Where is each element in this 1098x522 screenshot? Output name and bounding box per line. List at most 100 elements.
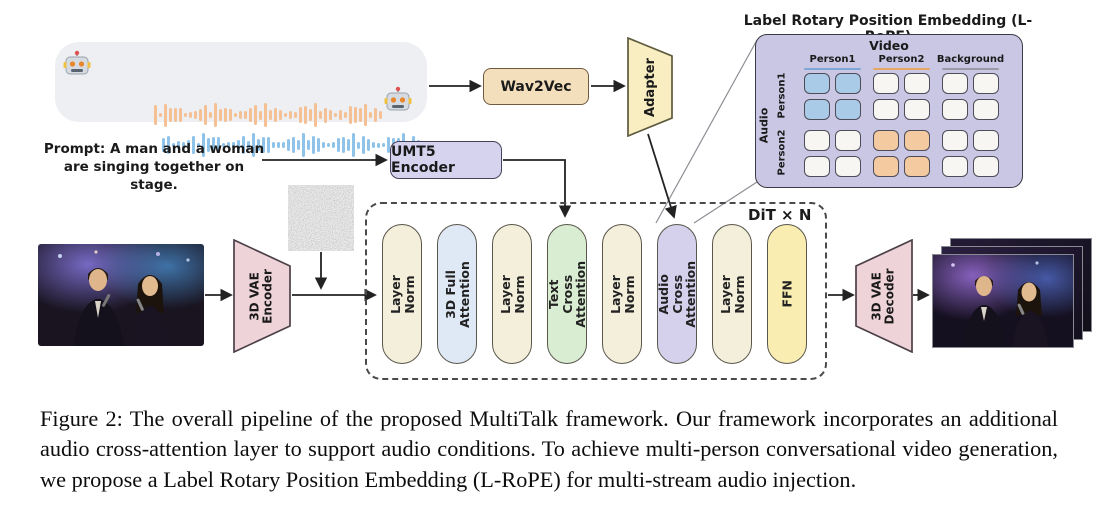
waveform-bar — [207, 137, 210, 153]
dit-block-label: Layer Norm — [607, 274, 637, 314]
waveform-bar — [262, 136, 265, 154]
dit-block-label: Layer Norm — [497, 274, 527, 314]
waveform-bar — [307, 140, 310, 150]
waveform-person1 — [153, 100, 387, 130]
vae-decoder-label: 3D VAE Decoder — [869, 267, 897, 325]
dit-block-label: 3D Full Attention — [442, 260, 472, 328]
audio-input-panel — [55, 42, 430, 157]
waveform-bar — [364, 103, 367, 127]
waveform-bar — [269, 110, 272, 120]
waveform-bar — [179, 108, 182, 122]
lrope-cell-none — [942, 156, 968, 177]
waveform-bar — [212, 137, 215, 153]
waveform-bar — [362, 135, 365, 155]
waveform-bar — [252, 133, 255, 157]
lrope-col-person1-label: Person1 — [809, 54, 856, 65]
vae-decoder-box: 3D VAE Decoder — [855, 239, 913, 353]
waveform-bar — [327, 142, 330, 148]
lrope-cell-orange — [873, 130, 899, 151]
figure-caption: Figure 2: The overall pipeline of the pr… — [40, 406, 1058, 492]
waveform-bar — [277, 142, 280, 148]
waveform-bar — [249, 107, 252, 123]
waveform-bar — [352, 133, 355, 157]
vae-encoder-box: 3D VAE Encoder — [233, 239, 291, 353]
waveform-bar — [282, 142, 285, 148]
waveform-bar — [284, 112, 287, 118]
waveform-bar — [222, 142, 225, 148]
lrope-col-groups: Person1 Person2 Background — [756, 35, 1022, 187]
output-frame-front — [932, 254, 1074, 348]
waveform-bar — [174, 108, 177, 122]
waveform-bar — [237, 139, 240, 151]
waveform-person2 — [161, 130, 435, 160]
waveform-bar — [229, 108, 232, 122]
waveform-bar — [304, 105, 307, 125]
dit-container: Layer Norm 3D Full Attention Layer Norm Tex… — [365, 202, 827, 380]
lrope-col-bracket — [804, 68, 861, 70]
waveform-bar — [182, 142, 185, 148]
lrope-cell-none — [973, 73, 999, 94]
waveform-bar — [242, 136, 245, 154]
dit-block-label: Audio Cross Attention — [655, 260, 698, 328]
waveform-bar — [342, 137, 345, 153]
waveform-bar — [184, 112, 187, 118]
dit-block-layer-norm: Layer Norm — [382, 224, 422, 364]
waveform-bar — [297, 140, 300, 150]
waveform-bar — [289, 110, 292, 120]
singers-photo — [38, 244, 204, 346]
waveform-bar — [234, 112, 237, 118]
waveform-bar — [379, 111, 382, 119]
waveform-bar — [209, 111, 212, 119]
lrope-col-bracket — [942, 68, 999, 70]
waveform-bar — [177, 141, 180, 149]
waveform-bar — [189, 112, 192, 118]
waveform-bar — [172, 142, 175, 148]
waveform-bar — [169, 107, 172, 123]
waveform-bar — [257, 138, 260, 152]
lrope-cell-none — [835, 130, 861, 151]
lrope-col-background-label: Background — [936, 54, 1005, 65]
lrope-cell-none — [942, 73, 968, 94]
lrope-col-person2-label: Person2 — [878, 54, 925, 65]
dit-repeat-label: DiT × N — [748, 206, 812, 224]
dit-block-label: FFN — [779, 280, 795, 308]
lrope-cell-blue — [804, 73, 830, 94]
waveform-bar — [302, 133, 305, 157]
lrope-cell-orange — [873, 156, 899, 177]
dit-block-layer-norm: Layer Norm — [492, 224, 532, 364]
waveform-bar — [349, 105, 352, 125]
waveform-bar — [382, 142, 385, 148]
dit-block-audio-cross-attention: Audio Cross Attention — [655, 224, 698, 364]
waveform-bar — [232, 142, 235, 148]
waveform-bar — [267, 137, 270, 153]
waveform-bar — [322, 141, 325, 149]
lrope-cell-none — [973, 99, 999, 120]
waveform-bar — [197, 142, 200, 148]
dit-block-layer-norm: Layer Norm — [602, 224, 642, 364]
wav2vec-box: Wav2Vec — [483, 68, 589, 105]
waveform-bar — [187, 140, 190, 150]
lrope-cell-none — [904, 73, 930, 94]
dit-block-label: Layer Norm — [387, 274, 417, 314]
waveform-bar — [312, 136, 315, 154]
waveform-bar — [199, 108, 202, 122]
waveform-bar — [367, 139, 370, 151]
waveform-bar — [247, 141, 250, 149]
waveform-bar — [287, 138, 290, 152]
waveform-bar — [329, 110, 332, 120]
vae-decoder-shape — [855, 239, 913, 353]
lrope-cell-none — [942, 130, 968, 151]
lrope-cell-none — [835, 156, 861, 177]
waveform-bar — [162, 138, 165, 152]
lrope-cell-blue — [804, 99, 830, 120]
vae-encoder-shape — [233, 239, 291, 353]
waveform-bar — [214, 103, 217, 127]
waveform-bar — [334, 112, 337, 118]
output-video-image — [933, 255, 1073, 347]
dit-block-label: Text Cross Attention — [545, 260, 588, 328]
waveform-bar — [344, 112, 347, 118]
waveform-bar — [372, 141, 375, 149]
lrope-grid — [756, 35, 1022, 187]
waveform-bar — [192, 136, 195, 154]
